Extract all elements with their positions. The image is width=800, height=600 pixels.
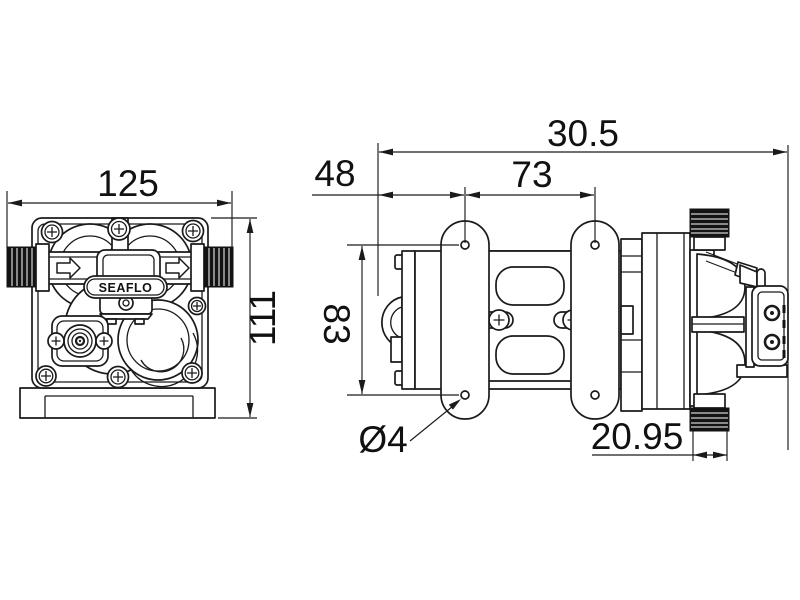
front-view: SEAFLO — [6, 217, 234, 419]
dimension-hole-diameter: Ø4 — [358, 399, 461, 460]
dimension-48: 48 — [312, 153, 466, 243]
dimension-overall-length: 30.5 — [377, 113, 789, 450]
pump-head-cylinder — [641, 232, 691, 410]
brand-label: SEAFLO — [99, 281, 153, 295]
outlet-port — [190, 243, 234, 292]
inlet-port — [6, 243, 50, 292]
dim-label-125: 125 — [97, 163, 159, 204]
mounting-bracket — [440, 220, 620, 420]
valve-assembly — [47, 315, 113, 367]
dimension-port-length: 20.95 — [591, 416, 728, 461]
bracket-screw — [488, 309, 510, 331]
dimension-front-height: 111 — [211, 217, 283, 419]
flow-arrow-left — [56, 257, 81, 279]
valve-screw — [47, 332, 65, 350]
dim-label-hole-dia: Ø4 — [358, 419, 407, 460]
dim-label-48: 48 — [314, 153, 355, 194]
mounting-hole — [590, 390, 600, 400]
flow-arrow-right — [165, 257, 190, 279]
mounting-hole — [460, 390, 470, 400]
valve-screw — [95, 332, 113, 350]
side-top-port — [689, 208, 730, 251]
pump-base — [19, 387, 216, 419]
motor-flange — [620, 238, 643, 412]
dimension-73: 73 — [466, 154, 596, 243]
dimension-front-width: 125 — [6, 163, 233, 249]
rear-screw — [763, 333, 781, 351]
rear-screw — [763, 304, 781, 322]
dim-label-73: 73 — [511, 154, 552, 195]
rear-housing — [745, 285, 789, 368]
head-manifold — [689, 249, 788, 407]
side-bottom-port — [689, 393, 730, 432]
dim-label-111: 111 — [242, 290, 283, 346]
dim-label-port: 20.95 — [591, 416, 684, 457]
housing-screws — [35, 217, 207, 389]
dim-label-83: 83 — [316, 303, 357, 344]
dimension-83: 83 — [316, 244, 459, 396]
dim-label-30-5: 30.5 — [547, 113, 619, 154]
side-view — [381, 208, 789, 432]
seaflo-badge: SEAFLO — [83, 275, 168, 299]
